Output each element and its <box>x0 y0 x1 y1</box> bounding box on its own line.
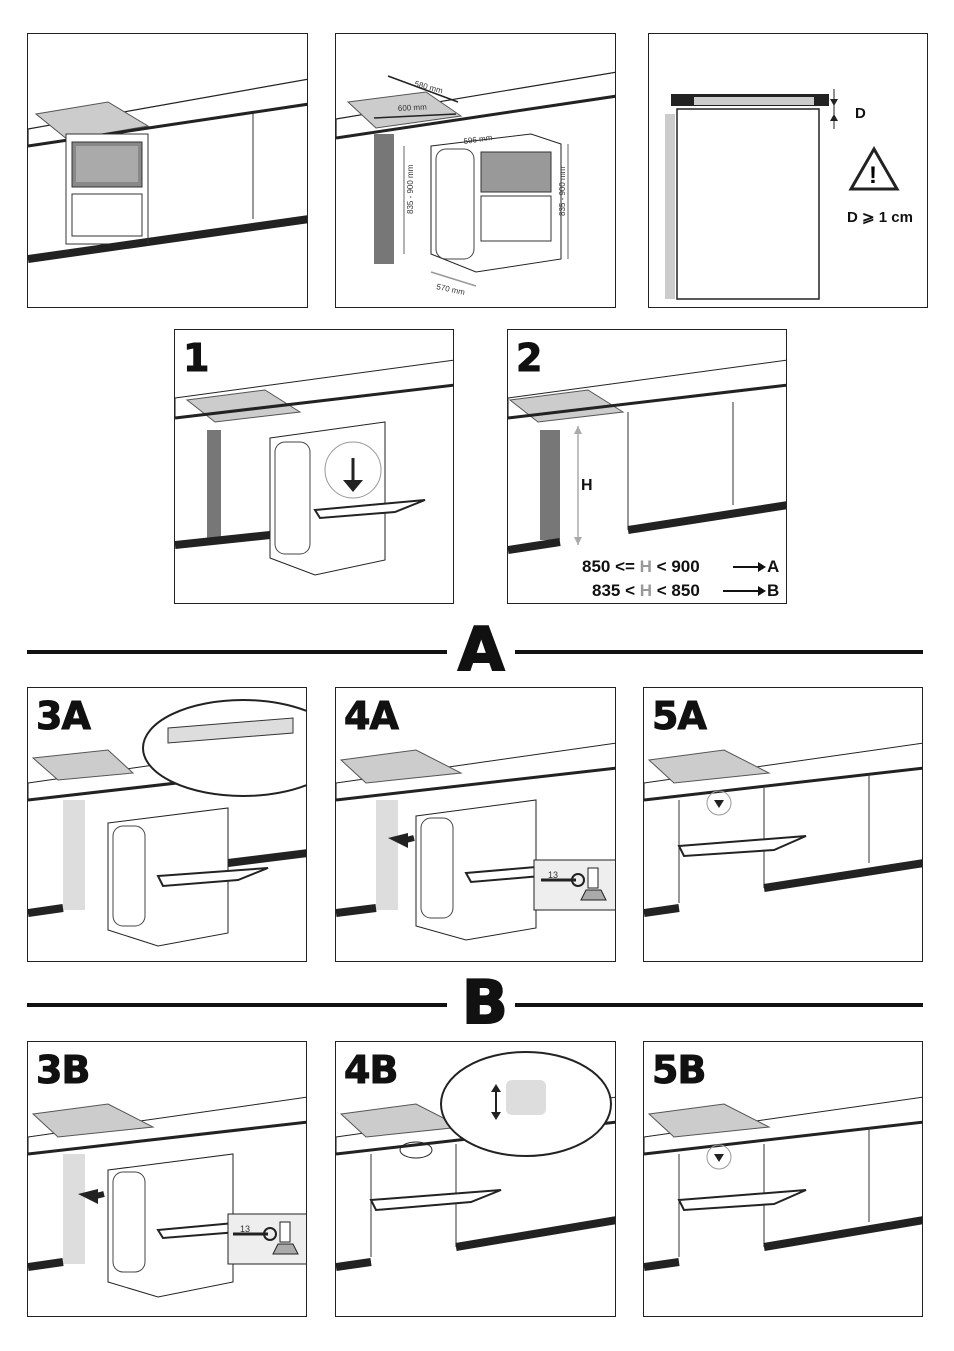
step-2-drawing: H 850 <= H < 900 A 835 < H < 850 B <box>508 359 786 600</box>
step-5a-number: 5A <box>652 694 708 739</box>
warning-icon: ! <box>869 162 877 189</box>
step-3a-number: 3A <box>36 694 92 739</box>
kitchen-overview-drawing <box>28 78 307 263</box>
height-rule-a: 850 <= H < 900 <box>582 557 700 576</box>
step-4a-panel: 13 4A <box>335 687 616 962</box>
dimension-height-right: 835 - 900 mm <box>558 166 567 216</box>
clearance-drawing: D ! D ⩾ 1 cm <box>665 89 913 300</box>
dimension-height-left: 835 - 900 mm <box>406 164 415 214</box>
dimension-width-unit: 596 mm <box>463 133 493 146</box>
step-2-panel: H 850 <= H < 900 A 835 < H < 850 B 2 <box>507 329 787 604</box>
step-1-drawing <box>175 359 453 576</box>
figure-dimensions: 580 mm 600 mm 596 mm 835 - 900 mm 835 - … <box>335 33 616 308</box>
step-4a-drawing: 13 <box>336 742 615 941</box>
step-4a-number: 4A <box>344 694 400 739</box>
step-3a-drawing <box>28 699 306 947</box>
step-3b-number: 3B <box>35 1048 90 1093</box>
step-5b-drawing <box>644 1096 922 1271</box>
step-4b-panel: 4B <box>335 1041 616 1317</box>
clearance-rule: D ⩾ 1 cm <box>847 209 913 226</box>
section-b-heading: B <box>461 968 509 1038</box>
figure-kitchen-overview <box>27 33 308 308</box>
section-a-heading: A <box>457 615 505 685</box>
dimension-depth-base: 570 mm <box>436 282 466 297</box>
wrench-size-3b: 13 <box>240 1224 250 1234</box>
dimension-width-top: 600 mm <box>398 102 428 113</box>
section-b-rule-right <box>515 1003 923 1007</box>
step-5b-panel: 5B <box>643 1041 923 1317</box>
section-a-rule-right <box>515 650 923 654</box>
height-rule-b-target: B <box>767 581 779 600</box>
clearance-label: D <box>855 105 866 122</box>
height-rule-b: 835 < H < 850 <box>592 581 700 600</box>
step-5a-panel: 5A <box>643 687 923 962</box>
step-3a-panel: 3A <box>27 687 307 962</box>
height-rule-a-target: A <box>767 557 779 576</box>
section-b-rule-left <box>27 1003 447 1007</box>
step-4b-drawing <box>336 1051 615 1271</box>
step-5a-drawing <box>644 742 922 917</box>
step-5b-number: 5B <box>651 1048 706 1093</box>
step-4b-number: 4B <box>343 1048 398 1093</box>
step-3b-drawing: 13 <box>28 1096 306 1298</box>
wrench-size-4a: 13 <box>548 870 558 880</box>
wrench-icon <box>571 873 585 887</box>
section-a-rule-left <box>27 650 447 654</box>
height-label: H <box>581 477 593 494</box>
figure-clearance: D ! D ⩾ 1 cm <box>648 33 928 308</box>
wrench-icon <box>263 1227 277 1241</box>
dimensions-drawing: 580 mm 600 mm 596 mm 835 - 900 mm 835 - … <box>336 71 615 297</box>
step-2-number: 2 <box>515 336 542 381</box>
step-1-panel: 1 <box>174 329 454 604</box>
step-1-number: 1 <box>182 336 209 381</box>
step-3b-panel: 13 3B <box>27 1041 307 1317</box>
